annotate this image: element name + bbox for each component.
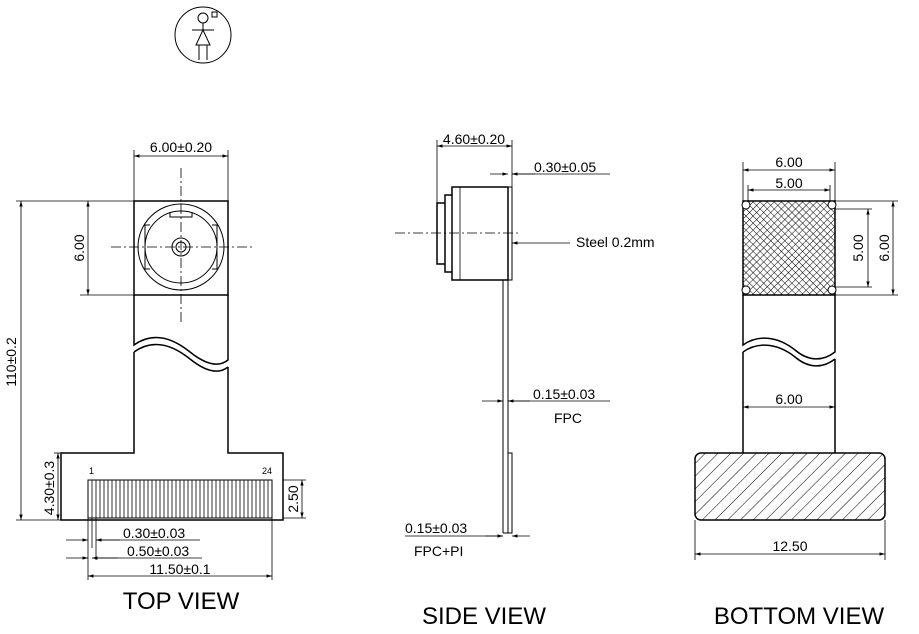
side-fpc-pi-thickness-dim: 0.15±0.03 bbox=[405, 520, 467, 536]
bottom-view: 6.00 5.00 5.00 6.00 6.00 12.50 BOTTOM VI… bbox=[694, 154, 898, 630]
side-height-dim: 4.60±0.20 bbox=[443, 131, 505, 147]
side-view: 4.60±0.20 0.30±0.05 Steel 0.2mm 0.15±0.0… bbox=[395, 131, 655, 630]
female-symbol-icon bbox=[174, 6, 232, 64]
bottom-inner-height-dim: 5.00 bbox=[850, 234, 866, 261]
top-connector-depth-dim: 2.50 bbox=[285, 485, 301, 512]
top-connector-width-dim: 11.50±0.1 bbox=[149, 561, 210, 577]
bottom-stiffener bbox=[694, 452, 886, 521]
bottom-fpc-width-dim: 6.00 bbox=[775, 391, 802, 407]
side-fpc-thickness-dim: 0.15±0.03 bbox=[533, 386, 595, 402]
side-steel-plate bbox=[507, 186, 513, 281]
top-pin-width-dim: 0.30±0.03 bbox=[123, 525, 185, 541]
top-height-dim: 6.00 bbox=[71, 234, 87, 261]
bottom-stiffener-width-dim: 12.50 bbox=[772, 538, 807, 554]
top-fpc-strip bbox=[60, 295, 284, 521]
top-total-length-dim: 110±0.2 bbox=[3, 337, 19, 387]
side-view-title: SIDE VIEW bbox=[422, 603, 546, 630]
side-steel-label: Steel 0.2mm bbox=[576, 234, 655, 250]
bottom-inner-width-dim: 5.00 bbox=[775, 175, 802, 191]
bottom-outer-width-dim: 6.00 bbox=[775, 154, 802, 170]
pin-first-label: 1 bbox=[89, 466, 94, 476]
top-width-dim: 6.00±0.20 bbox=[150, 139, 212, 155]
side-fpc-pi-label: FPC+PI bbox=[414, 543, 463, 559]
bottom-sensor-back bbox=[742, 200, 836, 296]
side-fpc-label: FPC bbox=[554, 410, 582, 426]
bottom-fpc-strip bbox=[742, 295, 836, 453]
pin-last-label: 24 bbox=[262, 466, 272, 476]
top-view-title: TOP VIEW bbox=[123, 588, 240, 615]
bottom-outer-height-dim: 6.00 bbox=[876, 234, 892, 261]
connector-pins bbox=[91, 480, 269, 518]
side-steel-thickness-dim: 0.30±0.05 bbox=[534, 159, 596, 175]
bottom-view-title: BOTTOM VIEW bbox=[714, 603, 885, 630]
top-connector-height-dim: 4.30±0.3 bbox=[41, 461, 57, 516]
top-view: 1 24 6.00±0.20 6.00 110±0.2 4.30±0.3 2.5… bbox=[3, 139, 306, 615]
side-fpc bbox=[502, 280, 513, 534]
top-pin-pitch-dim: 0.50±0.03 bbox=[127, 543, 189, 559]
